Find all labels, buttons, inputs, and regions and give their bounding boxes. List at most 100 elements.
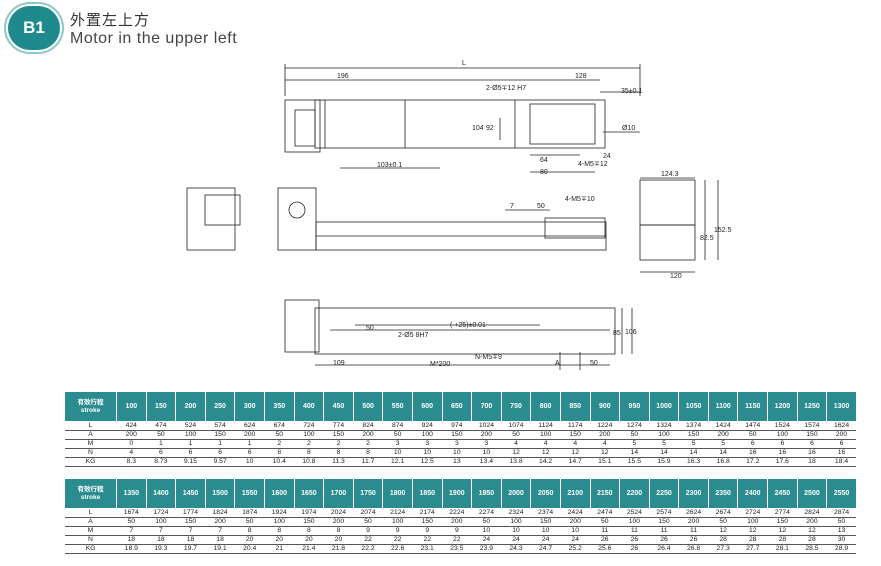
table-cell: 16: [826, 448, 857, 458]
table-cell: 100: [264, 517, 295, 527]
table-cell: 424: [116, 421, 147, 431]
table-cell: 724: [294, 421, 324, 431]
stroke-column-header: 400: [293, 391, 325, 422]
table-cell: 10: [501, 526, 531, 536]
table-cell: 2724: [737, 508, 768, 518]
stroke-column-header: 1000: [648, 391, 680, 422]
table-cell: 14: [708, 448, 738, 458]
table-cell: 6: [175, 448, 206, 458]
table-cell: 200: [353, 430, 383, 440]
dim-50-side: 50: [537, 203, 545, 210]
bottom-view: [284, 299, 633, 370]
table-cell: 150: [205, 430, 235, 440]
table-cell: 28.1: [767, 544, 798, 554]
table-cell: 150: [175, 517, 206, 527]
stroke-column-header: 2550: [826, 478, 857, 509]
table-cell: 150: [797, 430, 827, 440]
dim-7: 7: [510, 203, 514, 210]
table-cell: 12: [560, 448, 590, 458]
stroke-column-header: 1900: [441, 478, 473, 509]
table-cell: 2324: [501, 508, 531, 518]
table-cell: 9: [412, 526, 443, 536]
table-cell: 27.7: [737, 544, 768, 554]
dim-35: 35±0.1: [621, 88, 642, 95]
table-cell: 100: [146, 517, 176, 527]
table-cell: 50: [590, 517, 620, 527]
table-cell: 16: [767, 448, 798, 458]
table-cell: 50: [382, 430, 413, 440]
dim-106: 106: [625, 329, 637, 336]
row-label: M: [64, 526, 117, 536]
table-cell: 22: [382, 535, 413, 545]
table-cell: 924: [412, 421, 443, 431]
dim-124-3: 124.3: [661, 171, 679, 178]
table-cell: 7: [146, 526, 176, 536]
table-cell: 11.7: [353, 457, 383, 467]
title-english: Motor in the upper left: [70, 30, 238, 47]
table-cell: 16: [797, 448, 827, 458]
table-cell: 8: [323, 448, 354, 458]
table-cell: 200: [560, 517, 590, 527]
stroke-label-en: stroke: [80, 406, 101, 414]
stroke-column-header: 1650: [293, 478, 325, 509]
table-cell: 1: [234, 439, 265, 449]
table-cell: 2424: [560, 508, 590, 518]
dim-128: 128: [575, 73, 587, 80]
table-cell: 18: [175, 535, 206, 545]
table-cell: 1174: [560, 421, 590, 431]
dim-103: 103±0.1: [377, 162, 402, 169]
stroke-column-header: 1250: [796, 391, 828, 422]
table-cell: 50: [471, 517, 502, 527]
table-cell: 26: [678, 535, 709, 545]
table-cell: 13.8: [501, 457, 531, 467]
dim-phi10: Ø10: [622, 125, 635, 132]
dim-92: 92: [486, 125, 494, 132]
table-cell: 100: [501, 517, 531, 527]
table-cell: 200: [234, 430, 265, 440]
table-cell: 50: [708, 517, 738, 527]
table-cell: 28: [797, 535, 827, 545]
table-cell: 18: [146, 535, 176, 545]
table-cell: 23.1: [412, 544, 443, 554]
table-cell: 8.73: [146, 457, 176, 467]
table-cell: 150: [323, 430, 354, 440]
table-cell: 4: [530, 439, 561, 449]
table-cell: 200: [116, 430, 147, 440]
dim-24: 24: [603, 153, 611, 160]
table-cell: 24.3: [501, 544, 531, 554]
table-cell: 1: [146, 439, 176, 449]
stroke-column-header: 650: [441, 391, 473, 422]
side-view: [186, 187, 607, 251]
stroke-column-header: 250: [204, 391, 236, 422]
stroke-column-header: 100: [116, 391, 147, 422]
table-cell: 8: [234, 526, 265, 536]
table-cell: 1274: [619, 421, 650, 431]
table-cell: 1024: [471, 421, 502, 431]
table-cell: 15.9: [649, 457, 679, 467]
dim-hole-top: 2-Ø5∓12 H7: [486, 85, 526, 92]
table-cell: 9.57: [205, 457, 235, 467]
dim-152-5: 152.5: [714, 227, 732, 234]
table-cell: 20: [234, 535, 265, 545]
table-cell: 474: [146, 421, 176, 431]
dim-m200: M*200: [430, 361, 450, 368]
stroke-column-header: 1100: [707, 391, 739, 422]
table-cell: 50: [146, 430, 176, 440]
table-cell: 7: [116, 526, 147, 536]
table-cell: 20: [264, 535, 295, 545]
stroke-column-header: 1750: [352, 478, 384, 509]
table-cell: 2274: [471, 508, 502, 518]
table-cell: 1524: [767, 421, 798, 431]
table-cell: 5: [708, 439, 738, 449]
stroke-column-header: 2050: [530, 478, 561, 509]
table-cell: 8.3: [116, 457, 147, 467]
stroke-column-header: 2250: [648, 478, 680, 509]
table-cell: 100: [649, 430, 679, 440]
table-cell: 12: [708, 526, 738, 536]
table-cell: 8: [294, 448, 324, 458]
